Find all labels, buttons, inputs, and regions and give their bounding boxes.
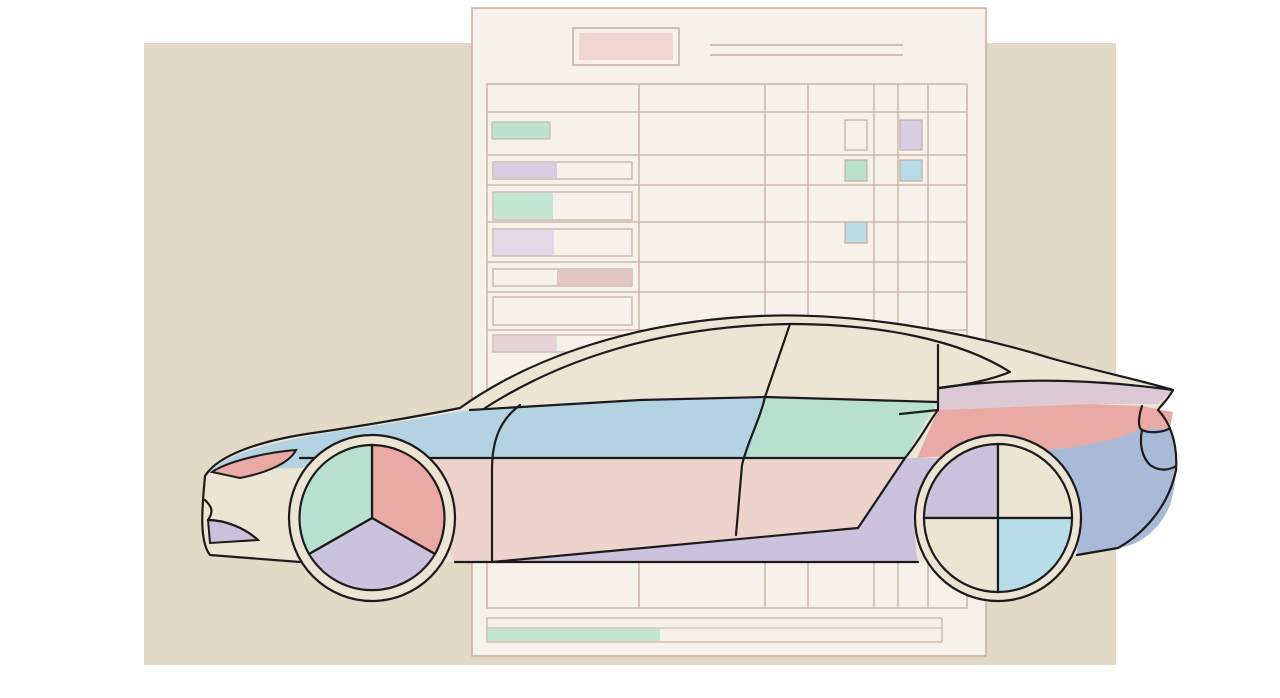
car-icon	[201, 314, 1178, 603]
sheet-checkbox	[899, 159, 923, 182]
sheet-checkbox	[844, 221, 868, 244]
car-door-panel	[748, 397, 938, 458]
sheet-title-box	[572, 27, 680, 66]
sheet-checkbox	[844, 159, 868, 182]
sheet-row-bar-fill	[494, 193, 553, 219]
sheet-row-bar-fill	[557, 270, 631, 285]
front-wheel-pie-icon	[287, 433, 457, 603]
sheet-row-bar-fill	[494, 230, 554, 255]
sheet-row-bar	[492, 161, 633, 180]
sheet-title-fill	[579, 33, 673, 60]
car-skirt-panel	[492, 458, 940, 562]
car-headlight	[209, 448, 298, 480]
sheet-row-bar	[492, 228, 633, 257]
sheet-row-bar	[492, 268, 633, 287]
sheet-row-bar	[492, 296, 633, 326]
car-side-panel	[430, 458, 905, 562]
car-roof-panel	[938, 379, 1173, 410]
sheet-checkbox	[899, 119, 923, 151]
sheet-progress-fill	[488, 629, 660, 641]
sheet-progress-track	[486, 617, 943, 643]
sheet-row-bar-fill	[494, 336, 557, 351]
sheet-row-bar	[491, 121, 551, 140]
sheet-row-bar-fill	[494, 163, 557, 178]
sheet-checkbox	[844, 119, 868, 151]
sheet-row-bar	[492, 191, 633, 221]
rear-wheel-pie-icon	[913, 433, 1083, 603]
